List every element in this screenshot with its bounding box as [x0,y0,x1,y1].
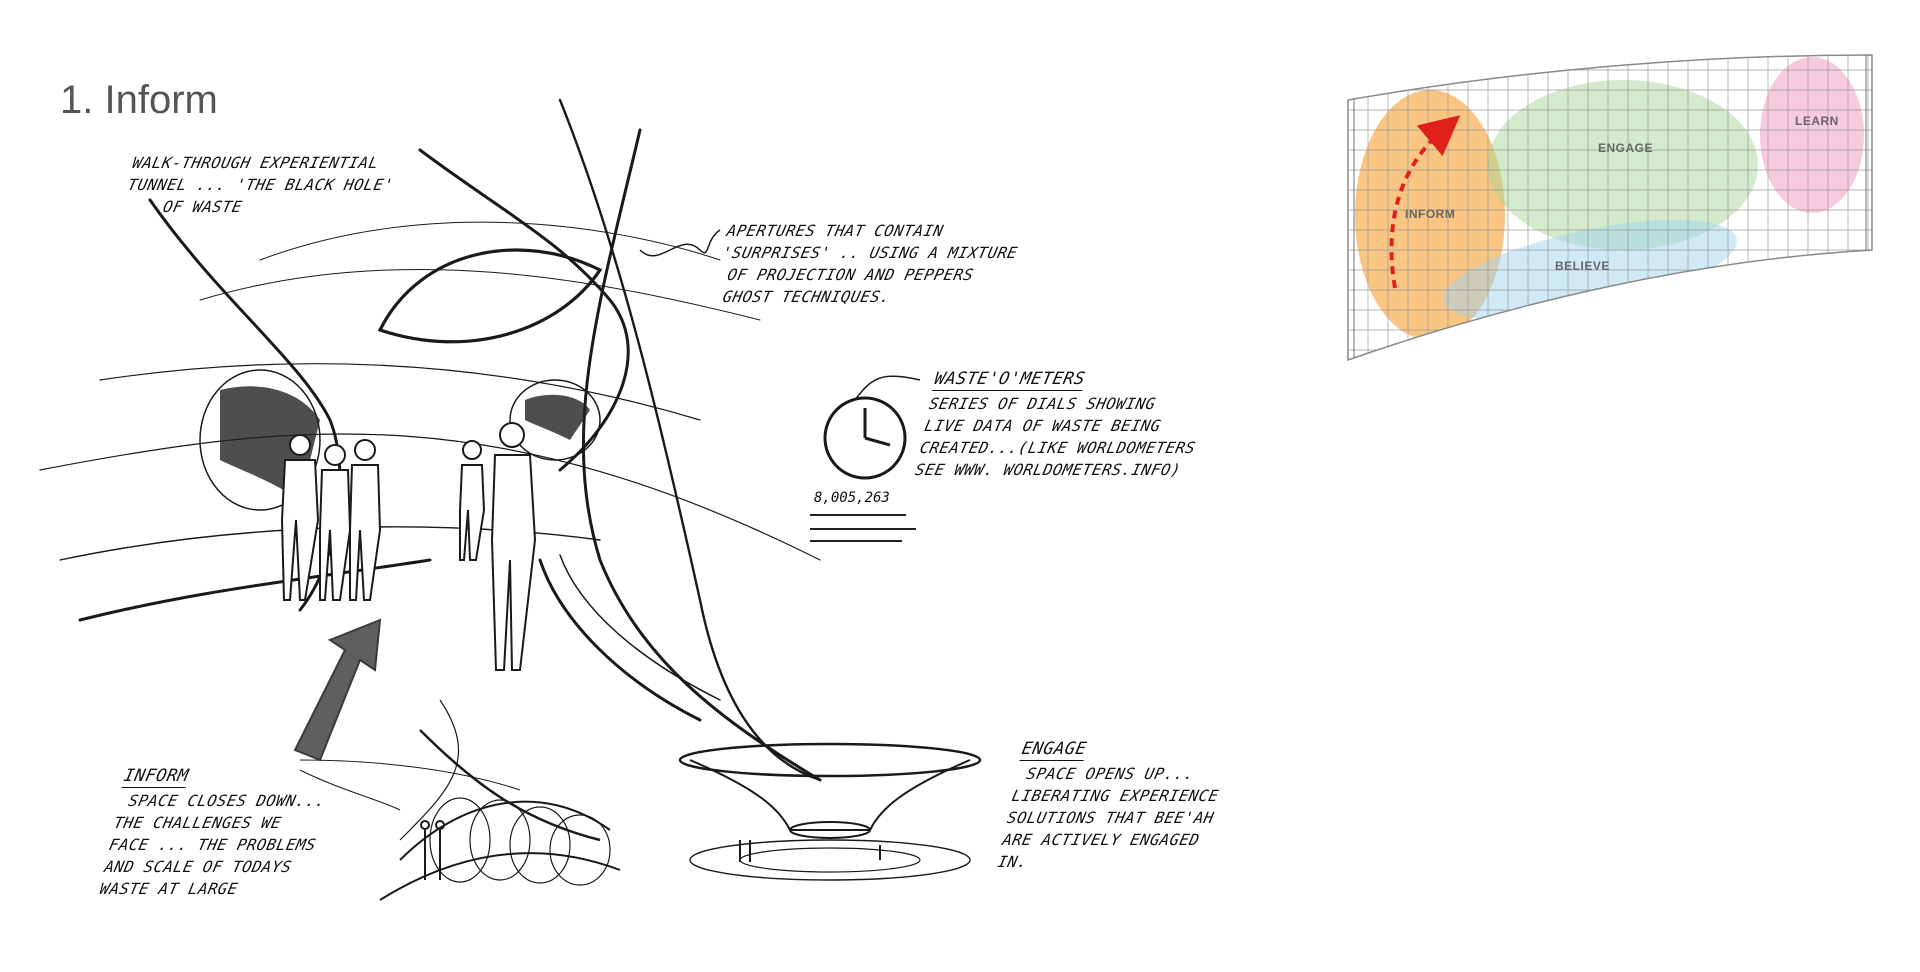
flow-arrow-icon [1389,115,1461,289]
note-line: WALK-THROUGH EXPERIENTIAL [130,154,381,172]
note-line: SOLUTIONS THAT BEE'AH [1005,809,1216,827]
note-line: SERIES OF DIALS SHOWING [927,395,1158,413]
note-heading: INFORM [121,765,191,788]
waste-counter: 8,005,263 [814,490,890,506]
note-wasteometers: WASTE'O'METERS SERIES OF DIALS SHOWING L… [913,368,1212,481]
note-line: WASTE AT LARGE [98,880,240,898]
note-line: SEE WWW. WORLDOMETERS.INFO) [913,461,1183,479]
note-heading: WASTE'O'METERS [932,368,1088,391]
counter-scribble [810,514,906,516]
note-engage: ENGAGE SPACE OPENS UP... LIBERATING EXPE… [996,738,1231,873]
waste-dial-icon [823,375,921,480]
note-line: SPACE CLOSES DOWN... [126,792,328,810]
note-line: APERTURES THAT CONTAIN [725,222,946,240]
note-line: OF WASTE [161,198,244,216]
zone-label: ENGAGE [1598,141,1653,155]
note-line: SPACE OPENS UP... [1024,765,1196,783]
note-line: FACE ... THE PROBLEMS [107,836,318,854]
note-line: LIBERATING EXPERIENCE [1010,787,1221,805]
note-line: 'SURPRISES' .. USING A MIXTURE [720,244,1020,262]
zone-learn [1760,57,1864,213]
note-inform: INFORM SPACE CLOSES DOWN... THE CHALLENG… [98,765,333,900]
counter-scribble [810,540,902,542]
zone-label: BELIEVE [1555,259,1610,273]
page-title: 1. Inform [60,78,218,122]
note-line: CREATED...(LIKE WORLDOMETERS [918,439,1198,457]
note-line: GHOST TECHNIQUES. [721,288,893,306]
note-heading: ENGAGE [1019,738,1089,761]
zone-label: LEARN [1795,114,1839,128]
note-tunnel: WALK-THROUGH EXPERIENTIAL TUNNEL ... 'TH… [121,152,400,218]
note-line: TUNNEL ... 'THE BLACK HOLE' [126,176,396,194]
zone-label: INFORM [1405,207,1455,221]
note-line: THE CHALLENGES WE [112,814,284,832]
note-line: IN. [996,853,1030,871]
zone-map: INFORM ENGAGE LEARN BELIEVE [1347,54,1873,362]
note-line: AND SCALE OF TODAYS [102,858,294,876]
zone-engage [1488,80,1758,250]
note-apertures: APERTURES THAT CONTAIN 'SURPRISES' .. US… [711,220,1025,308]
note-line: LIVE DATA OF WASTE BEING [922,417,1163,435]
note-line: ARE ACTIVELY ENGAGED [1000,831,1202,849]
note-line: OF PROJECTION AND PEPPERS [725,266,976,284]
counter-scribble [810,528,916,530]
